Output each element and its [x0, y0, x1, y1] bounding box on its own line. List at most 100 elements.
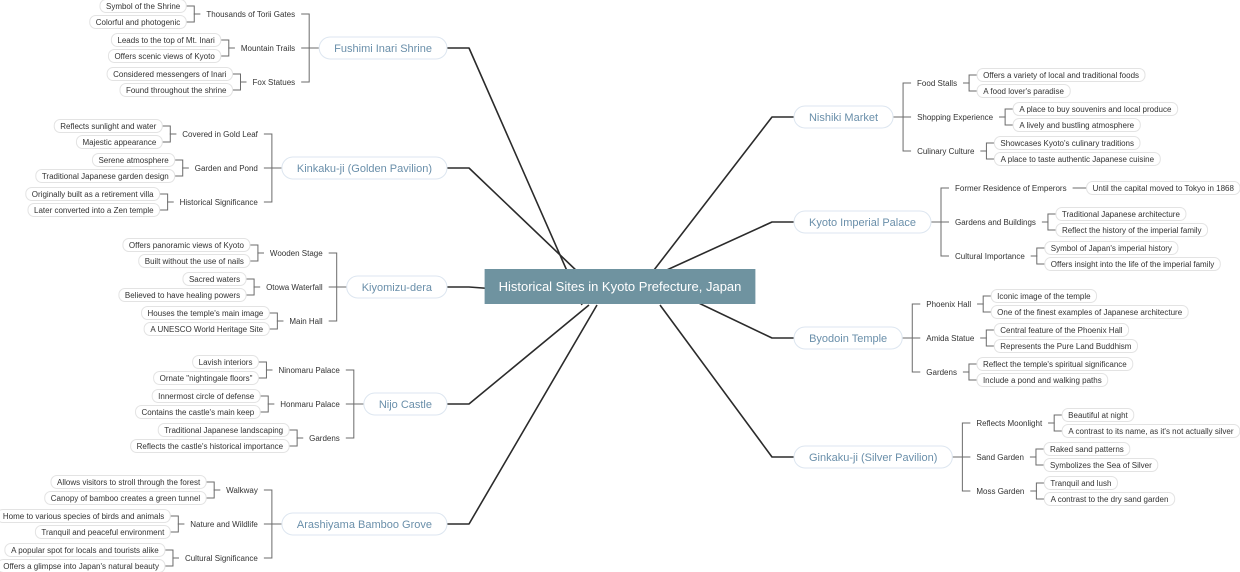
leaf-connector-left-4-0-1 — [206, 489, 221, 499]
leaf-left-4-0-1[interactable] — [44, 491, 207, 505]
leaf-connector-left-1-0-0 — [162, 125, 177, 135]
leaf-right-3-2-1[interactable] — [1043, 492, 1176, 506]
topic-left-3[interactable] — [363, 392, 448, 416]
leaf-right-3-0-0[interactable] — [1061, 408, 1135, 422]
leaf-left-3-2-0[interactable] — [157, 423, 290, 437]
leaf-connector-left-0-0-0 — [186, 5, 201, 15]
leaf-left-2-2-1[interactable] — [143, 322, 270, 336]
leaf-left-1-0-1-label: Majestic appearance — [82, 138, 156, 147]
leaf-left-0-2-0[interactable] — [106, 67, 233, 81]
leaf-left-1-1-1[interactable] — [35, 169, 176, 183]
leaf-left-0-0-1[interactable] — [89, 15, 187, 29]
leaf-right-0-2-1[interactable] — [993, 152, 1161, 166]
leaf-left-0-1-0[interactable] — [110, 33, 222, 47]
subtopic-right-1-0-label: Former Residence of Emperors — [955, 184, 1067, 193]
leaf-left-0-1-0-label: Leads to the top of Mt. Inari — [117, 36, 215, 45]
leaf-right-0-1-0[interactable] — [1012, 102, 1179, 116]
leaf-right-0-0-0[interactable] — [976, 68, 1146, 82]
leaf-left-3-2-1[interactable] — [130, 439, 290, 453]
leaf-right-2-1-1[interactable] — [993, 339, 1138, 353]
leaf-connector-right-0-2-1 — [980, 150, 995, 160]
leaf-right-1-2-1[interactable] — [1044, 257, 1221, 271]
topic-right-1[interactable] — [793, 210, 932, 234]
leaf-left-0-1-1[interactable] — [107, 49, 222, 63]
sub-connector-left-3-0 — [345, 369, 364, 405]
leaf-left-4-2-1-label: Offers a glimpse into Japan's natural be… — [3, 562, 159, 571]
leaf-connector-right-2-0-1 — [977, 303, 992, 313]
topic-left-2[interactable] — [346, 275, 448, 299]
leaf-right-3-0-1-label: A contrast to its name, as it's not actu… — [1068, 427, 1233, 436]
leaf-right-0-0-1[interactable] — [976, 84, 1071, 98]
leaf-right-1-1-1[interactable] — [1055, 223, 1209, 237]
leaf-left-2-0-1[interactable] — [138, 254, 251, 268]
subtopic-right-0-2-label: Culinary Culture — [917, 147, 975, 156]
subtopic-right-2-2-label: Gardens — [926, 368, 957, 377]
leaf-connector-right-0-0-0 — [963, 74, 978, 84]
subtopic-right-3-0-label: Reflects Moonlight — [976, 419, 1043, 428]
leaf-left-4-1-0[interactable] — [0, 509, 171, 523]
leaf-left-2-2-0[interactable] — [141, 306, 270, 320]
leaf-left-4-2-0[interactable] — [4, 543, 166, 557]
central-topic[interactable] — [484, 269, 756, 304]
leaf-left-3-1-0[interactable] — [151, 389, 261, 403]
leaf-right-0-1-1[interactable] — [1012, 118, 1141, 132]
leaf-left-4-0-0[interactable] — [50, 475, 207, 489]
topic-right-3[interactable] — [793, 445, 953, 469]
leaf-left-4-2-0-label: A popular spot for locals and tourists a… — [11, 546, 159, 555]
leaf-left-0-0-0[interactable] — [99, 0, 187, 13]
leaf-right-2-0-0[interactable] — [990, 289, 1098, 303]
leaf-left-1-1-0[interactable] — [91, 153, 176, 167]
leaf-connector-left-3-0-1 — [258, 369, 273, 379]
leaf-connector-left-0-1-1 — [220, 47, 235, 57]
leaf-right-2-0-1[interactable] — [990, 305, 1189, 319]
sub-connector-right-2-0 — [902, 303, 921, 339]
leaf-right-1-2-1-label: Offers insight into the life of the impe… — [1051, 260, 1214, 269]
leaf-connector-left-0-0-1 — [186, 13, 201, 23]
subtopic-left-0-0-label: Thousands of Torii Gates — [206, 10, 295, 19]
leaf-left-4-1-1[interactable] — [34, 525, 171, 539]
leaf-left-3-1-1[interactable] — [135, 405, 261, 419]
topic-right-2[interactable] — [793, 326, 903, 350]
topic-left-4[interactable] — [281, 512, 448, 536]
leaf-right-3-2-1-label: A contrast to the dry sand garden — [1051, 495, 1169, 504]
leaf-right-3-1-1[interactable] — [1043, 458, 1159, 472]
topic-right-3-label: Ginkaku-ji (Silver Pavilion) — [809, 452, 937, 464]
leaf-left-2-2-0-label: Houses the temple's main image — [148, 309, 264, 318]
leaf-right-2-2-0[interactable] — [976, 357, 1134, 371]
topic-left-1-label: Kinkaku-ji (Golden Pavilion) — [297, 163, 432, 175]
leaf-right-2-1-1-label: Represents the Pure Land Buddhism — [1000, 342, 1132, 351]
leaf-right-1-0-0[interactable] — [1086, 181, 1240, 195]
leaf-right-1-1-0[interactable] — [1055, 207, 1187, 221]
leaf-left-3-0-0[interactable] — [192, 355, 259, 369]
connector-left-0 — [447, 47, 583, 306]
topic-left-0[interactable] — [318, 36, 448, 60]
topic-right-0[interactable] — [793, 105, 894, 129]
leaf-left-3-0-1[interactable] — [153, 371, 259, 385]
leaf-left-2-1-0[interactable] — [182, 272, 247, 286]
leaf-left-4-2-1[interactable] — [0, 559, 166, 572]
leaf-connector-right-1-2-0 — [1030, 247, 1045, 257]
leaf-left-1-2-0[interactable] — [25, 187, 161, 201]
leaf-right-1-0-0-label: Until the capital moved to Tokyo in 1868 — [1093, 184, 1235, 193]
leaf-connector-left-4-0-0 — [206, 481, 221, 491]
topic-left-1[interactable] — [281, 156, 448, 180]
sub-connector-right-0-2 — [893, 116, 912, 152]
leaf-left-0-2-1[interactable] — [119, 83, 233, 97]
leaf-right-2-1-0[interactable] — [993, 323, 1130, 337]
leaf-left-1-0-1[interactable] — [75, 135, 163, 149]
leaf-right-0-2-0[interactable] — [993, 136, 1141, 150]
leaf-left-2-1-1[interactable] — [118, 288, 247, 302]
subtopic-left-2-0-label: Wooden Stage — [270, 249, 323, 258]
leaf-left-1-1-1-label: Traditional Japanese garden design — [42, 172, 169, 181]
leaf-left-2-0-0[interactable] — [122, 238, 251, 252]
leaf-connector-left-2-2-1 — [269, 320, 284, 330]
sub-connector-left-1-2 — [263, 167, 282, 203]
leaf-left-1-0-0[interactable] — [53, 119, 163, 133]
leaf-right-1-2-0[interactable] — [1044, 241, 1179, 255]
leaf-right-3-2-0[interactable] — [1043, 476, 1118, 490]
leaf-right-2-2-1[interactable] — [976, 373, 1109, 387]
leaf-left-4-0-0-label: Allows visitors to stroll through the fo… — [57, 478, 201, 487]
leaf-left-1-2-1[interactable] — [27, 203, 161, 217]
leaf-right-3-1-0[interactable] — [1043, 442, 1131, 456]
